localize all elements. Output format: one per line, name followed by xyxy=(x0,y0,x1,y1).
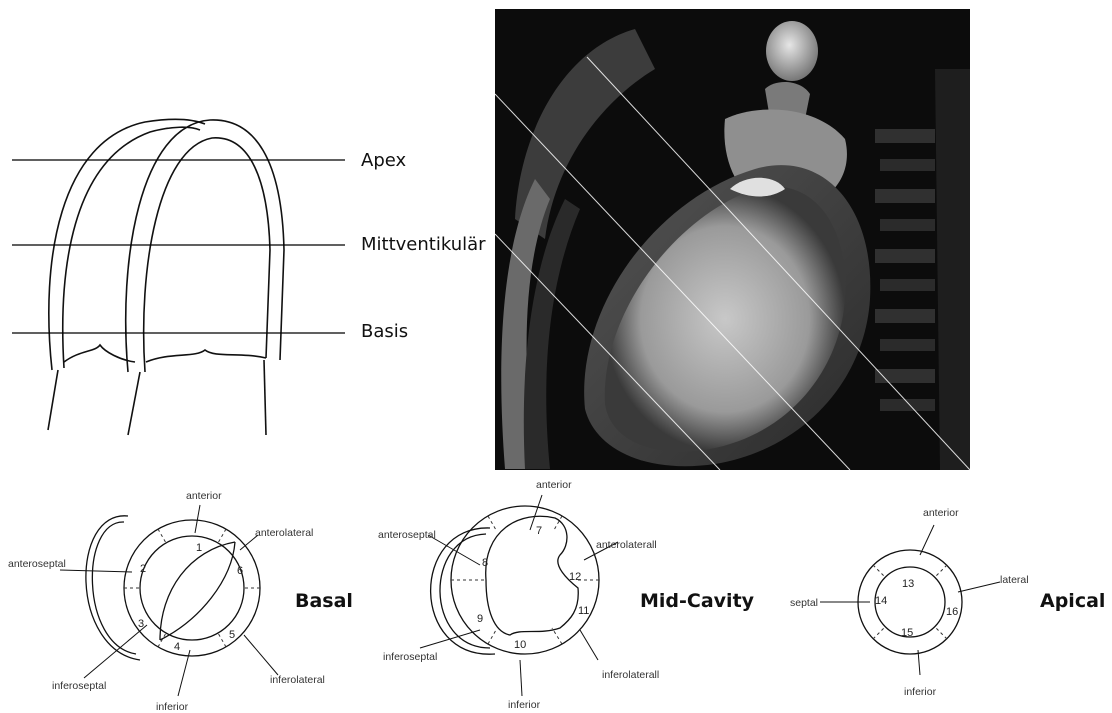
mid-inferolateral-label: inferolaterall xyxy=(602,669,659,681)
mid-cavity-bullseye-diagram: 7 8 9 10 11 12 anterior anteroseptal ant… xyxy=(370,470,650,713)
basal-title: Basal xyxy=(295,590,353,612)
basal-bullseye-diagram: 1 2 3 4 5 6 anterior anterolateral anter… xyxy=(0,470,300,713)
basal-anterior-label: anterior xyxy=(186,490,222,502)
segment-4: 4 xyxy=(174,641,180,653)
segment-7: 7 xyxy=(536,525,542,537)
mid-anterior-label: anterior xyxy=(536,479,572,491)
segment-9: 9 xyxy=(477,613,483,625)
apical-lateral-label: lateral xyxy=(1000,574,1029,586)
apical-septal-label: septal xyxy=(790,597,818,609)
mid-inferoseptal-label: inferoseptal xyxy=(383,651,437,663)
mid-inferior-label: inferior xyxy=(508,699,541,711)
segment-14: 14 xyxy=(875,595,887,607)
basal-inferior-label: inferior xyxy=(156,701,189,713)
basis-label: Basis xyxy=(361,321,408,342)
apical-anterior-label: anterior xyxy=(923,507,959,519)
segment-6: 6 xyxy=(237,565,243,577)
segment-11: 11 xyxy=(578,605,589,617)
segment-13: 13 xyxy=(902,578,914,590)
apical-inferior-label: inferior xyxy=(904,686,937,698)
basal-inferoseptal-label: inferoseptal xyxy=(52,680,106,692)
cardiac-mri-image xyxy=(495,9,970,470)
segment-15: 15 xyxy=(901,627,913,639)
apex-label: Apex xyxy=(361,150,406,171)
apical-bullseye-diagram: 13 14 15 16 anterior lateral septal infe… xyxy=(780,470,1030,713)
segment-1: 1 xyxy=(196,542,202,554)
segment-12: 12 xyxy=(569,571,581,583)
mid-anterolateral-label: anterolaterall xyxy=(596,539,657,551)
mid-ventricular-label: Mittventikulär xyxy=(361,234,486,255)
segment-8: 8 xyxy=(482,557,488,569)
segment-2: 2 xyxy=(140,563,146,575)
segment-10: 10 xyxy=(514,639,526,651)
segment-3: 3 xyxy=(138,618,144,630)
basal-inferolateral-label: inferolateral xyxy=(270,674,325,686)
basal-anteroseptal-label: anteroseptal xyxy=(8,558,66,570)
apical-title: Apical xyxy=(1040,590,1105,612)
segment-16: 16 xyxy=(946,606,958,618)
segment-5: 5 xyxy=(229,629,235,641)
basal-anterolateral-label: anterolateral xyxy=(255,527,313,539)
mid-cavity-title: Mid-Cavity xyxy=(640,590,754,612)
mid-anteroseptal-label: anteroseptal xyxy=(378,529,436,541)
